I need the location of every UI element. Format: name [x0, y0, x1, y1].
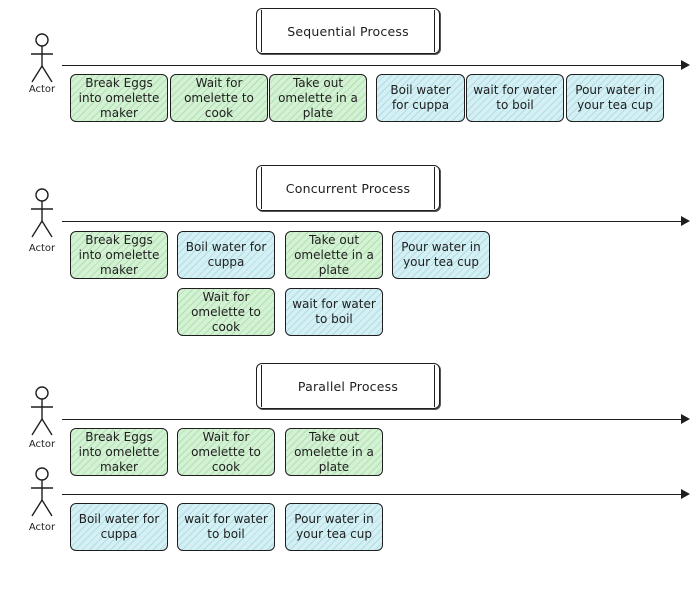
task-take-out-omelette: Take out omelette in a plate [285, 231, 383, 279]
arrow-head-icon [681, 216, 690, 226]
actor-label: Actor [28, 522, 56, 533]
concurrent-actor: Actor [22, 187, 62, 254]
task-break-eggs: Break Eggs into omelette maker [70, 74, 168, 122]
arrow-head-icon [681, 60, 690, 70]
stick-figure-icon [31, 386, 53, 436]
stick-figure-icon [31, 188, 53, 238]
actor-label: Actor [28, 84, 56, 95]
sequential-title-text: Sequential Process [287, 23, 409, 39]
sequential-timeline [62, 60, 690, 70]
task-boil-water: Boil water for cuppa [70, 503, 168, 551]
task-pour-water: Pour water in your tea cup [566, 74, 664, 122]
task-wait-omelette: Wait for omelette to cook [177, 288, 275, 336]
sequential-actor: Actor [22, 32, 62, 95]
task-pour-water: Pour water in your tea cup [285, 503, 383, 551]
actor-label: Actor [28, 439, 56, 450]
task-wait-water: wait for water to boil [466, 74, 564, 122]
parallel-title-text: Parallel Process [297, 378, 399, 394]
parallel-timeline-1 [62, 414, 690, 424]
sequential-title: Sequential Process [256, 8, 440, 54]
stick-figure-icon [31, 467, 53, 517]
task-boil-water: Boil water for cuppa [376, 74, 465, 122]
stick-figure-icon [31, 33, 53, 83]
actor-label: Actor [28, 243, 56, 254]
arrow-head-icon [681, 414, 690, 424]
task-wait-water: wait for water to boil [177, 503, 275, 551]
task-take-out-omelette: Take out omelette in a plate [285, 428, 383, 476]
task-boil-water: Boil water for cuppa [177, 231, 275, 279]
task-pour-water: Pour water in your tea cup [392, 231, 490, 279]
parallel-title: Parallel Process [256, 363, 440, 409]
task-wait-omelette: Wait for omelette to cook [177, 428, 275, 476]
parallel-actor-1: Actor [22, 385, 62, 450]
parallel-actor-2: Actor [22, 466, 62, 533]
concurrent-timeline [62, 216, 690, 226]
task-wait-omelette: Wait for omelette to cook [170, 74, 268, 122]
concurrent-title: Concurrent Process [256, 165, 440, 211]
task-break-eggs: Break Eggs into omelette maker [70, 231, 168, 279]
parallel-timeline-2 [62, 489, 690, 499]
arrow-head-icon [681, 489, 690, 499]
task-break-eggs: Break Eggs into omelette maker [70, 428, 168, 476]
task-take-out-omelette: Take out omelette in a plate [269, 74, 367, 122]
concurrent-title-text: Concurrent Process [285, 180, 411, 196]
task-wait-water: wait for water to boil [285, 288, 383, 336]
